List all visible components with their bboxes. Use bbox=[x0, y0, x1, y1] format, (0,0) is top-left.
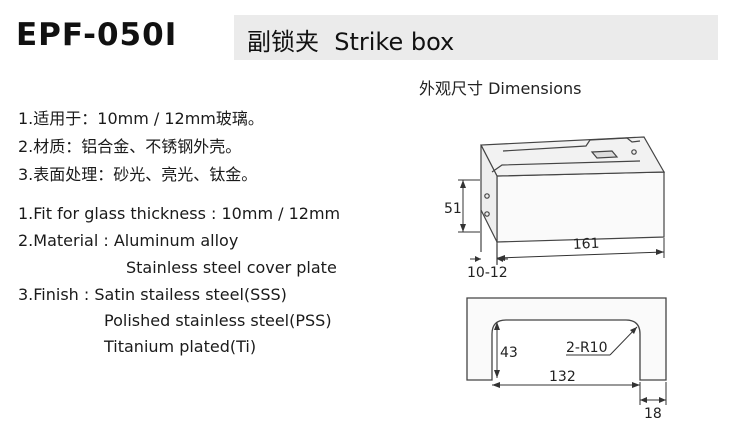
top-view-box bbox=[480, 136, 666, 265]
dim-label-18: 18 bbox=[644, 406, 662, 422]
model-code: EPF-050I bbox=[16, 17, 178, 53]
title-bar bbox=[234, 15, 718, 60]
dim-width-132 bbox=[492, 382, 640, 388]
dim-label-43: 43 bbox=[500, 345, 518, 361]
dim-radius-leader bbox=[566, 326, 638, 356]
spec-en-fit: 1.Fit for glass thickness : 10mm / 12mm bbox=[18, 204, 341, 223]
spec-cn-material: 2.材质：铝合金、不锈钢外壳。 bbox=[18, 137, 242, 156]
dim-label-51: 51 bbox=[444, 201, 462, 217]
profile-view-u bbox=[466, 297, 667, 381]
spec-cn-finish: 3.表面处理：砂光、亮光、钛金。 bbox=[18, 165, 258, 184]
page-title: 副锁夹 Strike box bbox=[247, 28, 455, 56]
spec-cn-fit: 1.适用于：10mm / 12mm玻璃。 bbox=[18, 109, 264, 128]
dim-label-10-12: 10-12 bbox=[467, 265, 508, 281]
dim-label-132: 132 bbox=[549, 369, 576, 385]
dimensions-label: 外观尺寸 Dimensions bbox=[419, 79, 582, 98]
dim-height-43 bbox=[494, 322, 500, 378]
spec-en-material: 2.Material : Aluminum alloy bbox=[18, 231, 239, 250]
spec-en-finish-2: Polished stainless steel(PSS) bbox=[104, 311, 332, 330]
dim-glass-10-12 bbox=[470, 256, 508, 262]
dim-label-radius: 2-R10 bbox=[566, 340, 608, 356]
spec-en-material-2: Stainless steel cover plate bbox=[126, 258, 337, 277]
spec-en-finish-3: Titanium plated(Ti) bbox=[104, 337, 257, 356]
spec-en-finish: 3.Finish : Satin stailess steel(SSS) bbox=[18, 285, 287, 304]
dim-label-161: 161 bbox=[572, 236, 600, 253]
dim-side-18 bbox=[639, 382, 667, 405]
dim-height-51 bbox=[458, 179, 480, 233]
